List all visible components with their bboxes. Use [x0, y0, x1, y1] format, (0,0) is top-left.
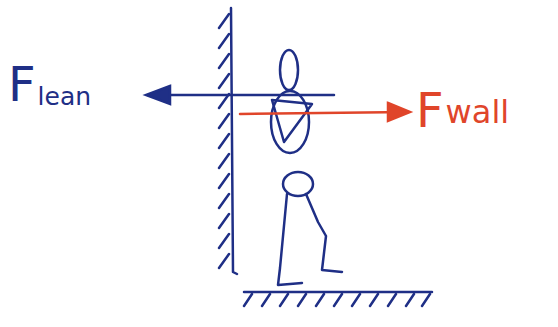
hip — [283, 172, 313, 196]
wall-line — [231, 8, 237, 274]
force-symbol: F — [416, 86, 444, 134]
force-subscript: lean — [38, 84, 92, 109]
force-arrow — [146, 86, 334, 104]
force-subscript: wall — [446, 96, 510, 128]
force-arrow — [240, 103, 410, 121]
head — [280, 50, 298, 90]
wall-hatching — [219, 14, 229, 268]
arm — [272, 100, 312, 142]
floor-hatching — [244, 294, 430, 306]
leg — [278, 194, 302, 285]
leg — [306, 194, 342, 272]
force-symbol: F — [8, 60, 36, 108]
floor-line — [244, 291, 432, 294]
